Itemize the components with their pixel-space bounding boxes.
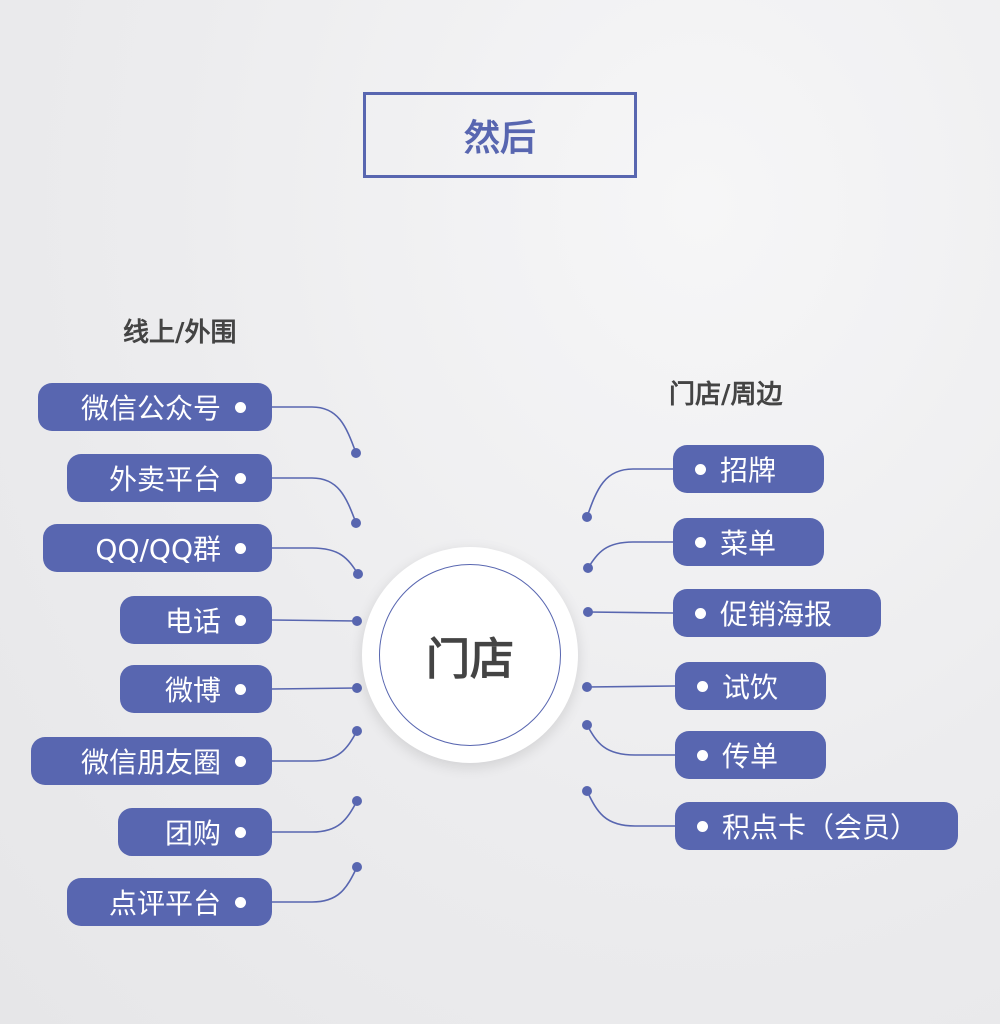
node-label: 电话 — [164, 605, 221, 638]
node-label: 菜单 — [720, 527, 777, 560]
left-node[interactable]: 点评平台 — [67, 878, 272, 926]
connector-right — [586, 685, 676, 688]
node-label: 招牌 — [720, 454, 777, 487]
left-node[interactable]: 电话 — [120, 596, 272, 644]
node-label: 外卖平台 — [108, 463, 221, 496]
left-node[interactable]: 外卖平台 — [67, 454, 272, 502]
right-heading: 门店/周边 — [669, 380, 783, 410]
center-ring: 门店 — [379, 564, 561, 746]
node-label: 微信公众号 — [80, 392, 221, 425]
right-node[interactable]: 试饮 — [675, 662, 826, 710]
center-label: 门店 — [426, 634, 514, 685]
right-node[interactable]: 招牌 — [673, 445, 824, 493]
connector-dot — [582, 786, 592, 796]
left-node[interactable]: 微博 — [120, 665, 272, 713]
bullet-icon — [695, 607, 706, 619]
connector-right — [586, 724, 675, 756]
connector-dot — [352, 726, 362, 736]
connector-dot — [351, 518, 361, 528]
bullet-icon — [235, 614, 246, 626]
connector-left — [272, 406, 357, 454]
bullet-icon — [695, 463, 706, 475]
bullet-icon — [235, 472, 246, 484]
connector-dot — [353, 569, 363, 579]
connector-dot — [582, 682, 592, 692]
right-node[interactable]: 积点卡（会员） — [675, 802, 958, 850]
node-label: 传单 — [722, 740, 779, 773]
right-node[interactable]: 促销海报 — [673, 589, 881, 637]
connector-dot — [352, 616, 362, 626]
left-heading: 线上/外围 — [123, 318, 237, 348]
left-node[interactable]: 团购 — [118, 808, 272, 856]
connector-dot — [582, 720, 592, 730]
node-label: 微博 — [164, 674, 221, 707]
title: 然后 — [463, 118, 536, 159]
bullet-icon — [695, 536, 706, 548]
node-label: 积点卡（会员） — [722, 811, 919, 844]
connector-right — [586, 790, 675, 827]
connector-right — [587, 541, 673, 569]
bullet-icon — [235, 401, 246, 413]
connector-dot — [352, 796, 362, 806]
connector-left — [272, 547, 359, 575]
node-label: QQ/QQ群 — [95, 533, 221, 566]
connector-right — [586, 468, 673, 518]
connector-dot — [351, 448, 361, 458]
right-node[interactable]: 传单 — [675, 731, 826, 779]
right-node[interactable]: 菜单 — [673, 518, 824, 566]
bullet-icon — [697, 749, 708, 761]
connector-left — [271, 687, 358, 690]
left-node[interactable]: 微信公众号 — [38, 383, 272, 431]
bullet-icon — [235, 826, 246, 838]
bullet-icon — [235, 683, 246, 695]
bullet-icon — [235, 542, 246, 554]
connector-left — [272, 730, 358, 762]
node-label: 点评平台 — [108, 887, 221, 920]
connector-dot — [352, 862, 362, 872]
node-label: 试饮 — [722, 671, 779, 704]
connector-left — [272, 800, 358, 833]
connector-dot — [582, 512, 592, 522]
connector-left — [272, 477, 357, 524]
bullet-icon — [235, 755, 246, 767]
connector-left — [271, 619, 358, 622]
connector-dot — [583, 563, 593, 573]
connector-dot — [352, 683, 362, 693]
left-node[interactable]: 微信朋友圈 — [31, 737, 272, 785]
center-hub: 门店 — [362, 547, 578, 763]
bullet-icon — [697, 680, 708, 692]
left-node[interactable]: QQ/QQ群 — [43, 524, 272, 572]
connector-right — [587, 611, 674, 614]
connector-dot — [583, 607, 593, 617]
node-label: 促销海报 — [720, 598, 833, 631]
title-box: 然后 — [363, 92, 637, 178]
connector-left — [272, 866, 358, 903]
bullet-icon — [235, 896, 246, 908]
node-label: 团购 — [164, 817, 221, 850]
node-label: 微信朋友圈 — [80, 746, 221, 779]
bullet-icon — [697, 820, 708, 832]
